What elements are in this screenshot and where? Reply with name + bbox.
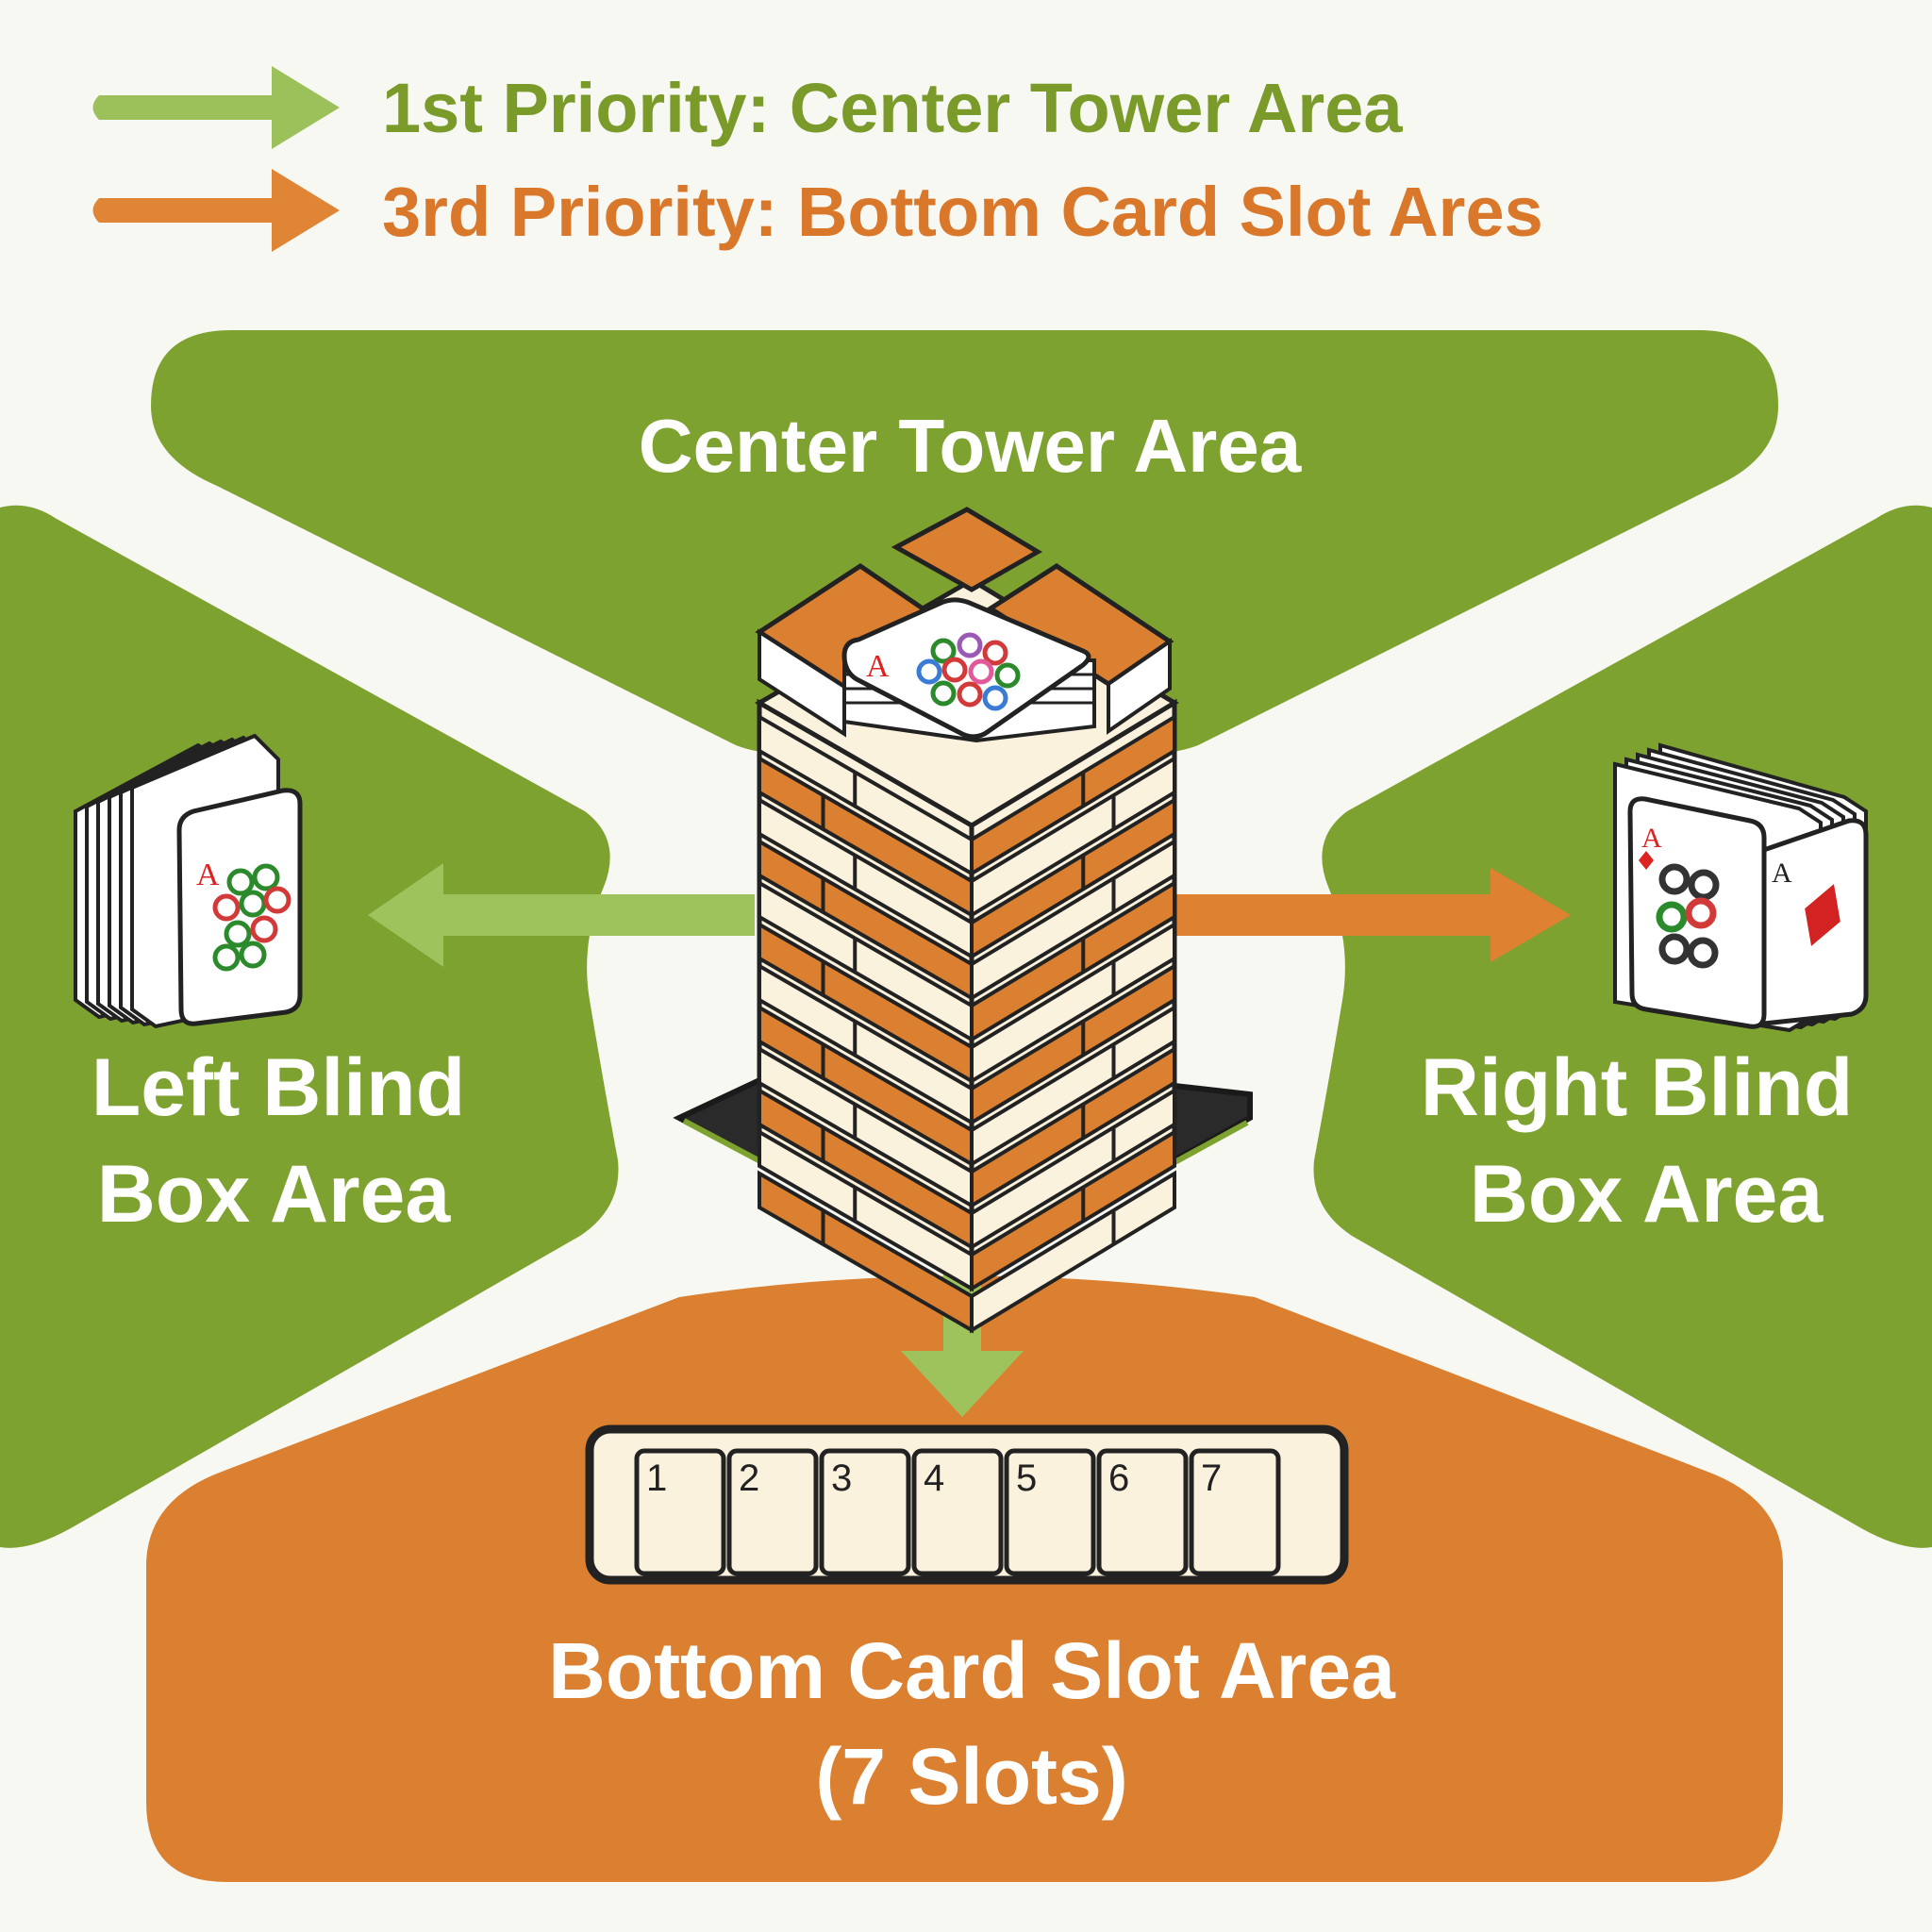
- tower-brick-joint: [853, 1104, 1086, 1139]
- card-slot-number: 7: [1201, 1457, 1222, 1499]
- legend-label-first-priority: 1st Priority: Center Tower Area: [382, 69, 1403, 147]
- legend-arrow-green: [92, 66, 340, 149]
- tower-brick: [970, 1045, 1176, 1209]
- card-slot-number: 4: [924, 1457, 944, 1499]
- tower-brick-joint: [821, 878, 1116, 912]
- tower-brick: [970, 879, 1176, 1043]
- card-slot-number: 6: [1108, 1457, 1129, 1499]
- legend-item-first-priority: 1st Priority: Center Tower Area: [92, 66, 1403, 149]
- card-slot-6[interactable]: 6: [1096, 1448, 1189, 1576]
- legend-label-third-priority: 3rd Priority: Bottom Card Slot Ares: [382, 173, 1543, 251]
- card-slot-5[interactable]: 5: [1004, 1448, 1096, 1576]
- arrow-to-right-area: [1170, 868, 1571, 962]
- tower-brick-joint: [821, 1127, 1116, 1161]
- top-face-card-rank: A: [866, 649, 890, 684]
- right-card-stack: A A: [1613, 742, 1869, 1033]
- card-slot-7[interactable]: 7: [1189, 1448, 1281, 1576]
- left-blind-box-area-shape: [0, 505, 619, 1548]
- tower-brick: [970, 921, 1176, 1085]
- center-tower-area-title: Center Tower Area: [639, 404, 1302, 488]
- right-blind-box-area-title-line2: Box Area: [1470, 1149, 1824, 1240]
- card-slot-3[interactable]: 3: [819, 1448, 911, 1576]
- card-slot-tray: 1 2 3 4 5 6 7: [585, 1424, 1349, 1585]
- card-slot-number: 2: [739, 1457, 759, 1499]
- tower-brick: [970, 1004, 1176, 1168]
- card-slots: 1 2 3 4 5 6 7: [634, 1448, 1281, 1576]
- tower-brick: [970, 796, 1176, 960]
- right-blind-box-area-shape: [1313, 505, 1932, 1548]
- card-tower: A: [673, 507, 1253, 1334]
- tower-brick-joint: [821, 1210, 1116, 1244]
- card-slot-number: 3: [831, 1457, 852, 1499]
- left-blind-box-area-title-line2: Box Area: [97, 1149, 452, 1240]
- right-blind-box-area-title-line1: Right Blind: [1421, 1042, 1854, 1133]
- tower-brick: [970, 1128, 1176, 1292]
- left-card-stack: A: [74, 733, 303, 1029]
- left-card-chips: [212, 863, 291, 972]
- card-slot-number: 1: [646, 1457, 667, 1499]
- right-card-rank: A: [1641, 823, 1662, 854]
- tower-bricks: [758, 713, 1176, 1334]
- left-card-rank: A: [196, 858, 220, 892]
- arrow-to-left-area: [368, 863, 755, 967]
- left-blind-box-area-title-line1: Left Blind: [92, 1042, 466, 1133]
- left-blind-box-area: Left Blind Box Area: [0, 505, 619, 1548]
- bottom-card-slot-area-title-line1: Bottom Card Slot Area: [548, 1626, 1396, 1715]
- tower-brick-joint: [853, 772, 1086, 807]
- right-side-card-diamond: [1805, 884, 1840, 946]
- tower-brick-joint: [853, 855, 1086, 890]
- tower-brick-joint: [853, 1021, 1086, 1056]
- tower-brick: [970, 838, 1176, 1002]
- right-blind-box-area: Right Blind Box Area: [1313, 505, 1932, 1548]
- bottom-card-slot-area-title-line2: (7 Slots): [815, 1732, 1127, 1821]
- top-card-chips: [916, 632, 1021, 711]
- tower-brick-joint: [853, 938, 1086, 973]
- tower-brick: [970, 1087, 1176, 1251]
- tower-brick-joint: [821, 961, 1116, 995]
- arrow-to-bottom-area: [901, 1255, 1024, 1417]
- tower-brick-joint: [821, 795, 1116, 829]
- legend-item-third-priority: 3rd Priority: Bottom Card Slot Ares: [92, 169, 1543, 252]
- right-side-card-rank: A: [1772, 858, 1792, 889]
- tower-brick: [970, 1170, 1176, 1334]
- tower-brick: [970, 755, 1176, 919]
- tower-brick: [970, 962, 1176, 1126]
- card-slot-4[interactable]: 4: [911, 1448, 1004, 1576]
- tower-brick-joint: [821, 1044, 1116, 1078]
- tower-brick: [970, 713, 1176, 877]
- right-card-chips: [1656, 863, 1720, 969]
- tower-brick-joint: [853, 1187, 1086, 1222]
- legend-arrow-orange: [92, 169, 340, 252]
- card-slot-1[interactable]: 1: [634, 1448, 726, 1576]
- card-slot-2[interactable]: 2: [726, 1448, 819, 1576]
- top-card-back: [891, 507, 1042, 592]
- card-slot-number: 5: [1016, 1457, 1037, 1499]
- legend: 1st Priority: Center Tower Area 3rd Prio…: [92, 66, 1543, 252]
